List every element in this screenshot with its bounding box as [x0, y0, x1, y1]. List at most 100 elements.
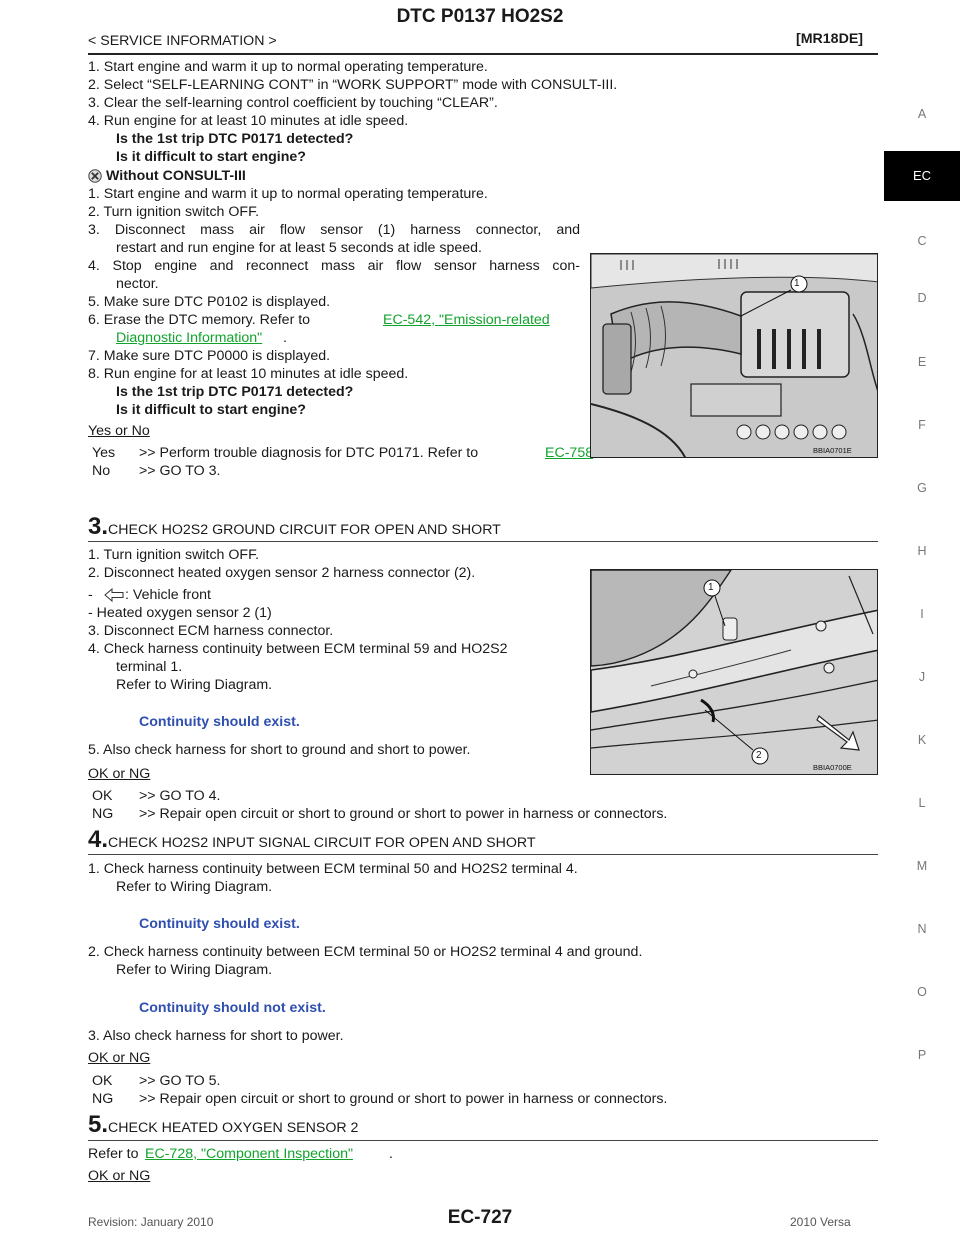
step3-item-5: 5. Also check harness for short to groun…	[88, 742, 471, 758]
emission-diag-link-cont[interactable]: Diagnostic Information"	[116, 330, 263, 346]
step3-heading: 3.CHECK HO2S2 GROUND CIRCUIT FOR OPEN AN…	[88, 514, 501, 543]
side-tab-a[interactable]: A	[917, 107, 927, 121]
yes-label: Yes	[92, 445, 116, 461]
without-step-6a: 6. Erase the DTC memory. Refer to	[88, 312, 311, 328]
without-step-2: 2. Turn ignition switch OFF.	[88, 204, 260, 220]
without-consult-heading: Without CONSULT-III	[106, 168, 246, 184]
step5-rule	[88, 1140, 878, 1141]
side-tab-i[interactable]: I	[920, 607, 924, 621]
step4-ok-action: >> GO TO 5.	[139, 1073, 221, 1089]
without-question-2: Is it difficult to start engine?	[116, 402, 306, 418]
emission-diag-link[interactable]: EC-542, "Emission-related	[383, 312, 550, 328]
underbody-figure: 1 2 BBIA0700E	[590, 569, 878, 775]
consult-step-3: 3. Clear the self-learning control coeff…	[88, 95, 498, 111]
yes-no-decision: Yes or No	[88, 423, 150, 439]
step5-heading: 5.CHECK HEATED OXYGEN SENSOR 2	[88, 1112, 358, 1141]
footer-revision: Revision: January 2010	[88, 1215, 214, 1229]
consult-step-4: 4. Run engine for at least 10 minutes at…	[88, 113, 409, 129]
step4-ng-label: NG	[92, 1091, 114, 1107]
step4-rule	[88, 854, 878, 855]
no-label: No	[92, 463, 111, 479]
without-step-3a: 3. Disconnect mass air flow sensor (1) h…	[88, 222, 580, 238]
step3-rule	[88, 541, 878, 542]
consult-question-2: Is it difficult to start engine?	[116, 149, 306, 165]
consult-step-2: 2. Select “SELF-LEARNING CONT” in “WORK …	[88, 77, 618, 93]
step3-ng-label: NG	[92, 806, 114, 822]
ec-758-link[interactable]: EC-758	[545, 445, 594, 461]
side-tab-d[interactable]: D	[917, 291, 927, 305]
footer-page-number: EC-727	[447, 1207, 513, 1228]
header-rule	[88, 53, 878, 55]
consult-step-1: 1. Start engine and warm it up to normal…	[88, 59, 488, 75]
step3-item-4b: terminal 1.	[116, 659, 183, 675]
vehicle-front-arrow-icon	[104, 587, 124, 603]
figure2-code: BBIA0700E	[813, 763, 852, 772]
step3-bullet-vehicle-front: : Vehicle front	[125, 587, 211, 603]
no-consult-icon	[88, 169, 102, 183]
without-step-8: 8. Run engine for at least 10 minutes at…	[88, 366, 409, 382]
section-label: < SERVICE INFORMATION >	[88, 33, 277, 49]
step5-title: CHECK HEATED OXYGEN SENSOR 2	[108, 1120, 359, 1136]
step3-item-4c: Refer to Wiring Diagram.	[116, 677, 273, 693]
side-tab-ec[interactable]: EC	[884, 151, 960, 201]
footer-model: 2010 Versa	[790, 1215, 851, 1229]
engine-label: [MR18DE]	[796, 31, 864, 47]
side-tab-n[interactable]: N	[917, 922, 927, 936]
step4-decision: OK or NG	[88, 1050, 151, 1066]
without-step-4b: nector.	[116, 276, 159, 292]
component-inspection-link[interactable]: EC-728, "Component Inspection"	[145, 1146, 354, 1162]
step4-ok-label: OK	[92, 1073, 113, 1089]
without-step-7: 7. Make sure DTC P0000 is displayed.	[88, 348, 331, 364]
side-tab-k[interactable]: K	[917, 733, 927, 747]
step3-item-2: 2. Disconnect heated oxygen sensor 2 har…	[88, 565, 476, 581]
step4-item-2: 2. Check harness continuity between ECM …	[88, 944, 643, 960]
figure2-callout-2: 2	[756, 750, 762, 761]
step3-spec: Continuity should exist.	[139, 714, 300, 730]
side-tab-e[interactable]: E	[917, 355, 927, 369]
side-tab-o[interactable]: O	[917, 985, 927, 999]
side-tab-f[interactable]: F	[918, 418, 926, 432]
engine-bay-figure: 1 BBIA0701E	[590, 253, 878, 458]
step4-heading: 4.CHECK HO2S2 INPUT SIGNAL CIRCUIT FOR O…	[88, 827, 536, 856]
step5-decision: OK or NG	[88, 1168, 151, 1184]
step4-item-1b: Refer to Wiring Diagram.	[116, 879, 273, 895]
step3-item-4a: 4. Check harness continuity between ECM …	[88, 641, 508, 657]
step3-item-1: 1. Turn ignition switch OFF.	[88, 547, 260, 563]
side-tab-h[interactable]: H	[917, 544, 927, 558]
step4-item-2b: Refer to Wiring Diagram.	[116, 962, 273, 978]
yes-action: >> Perform trouble diagnosis for DTC P01…	[139, 445, 479, 461]
step4-number: 4.	[88, 826, 109, 853]
step3-ok-action: >> GO TO 4.	[139, 788, 221, 804]
no-action: >> GO TO 3.	[139, 463, 221, 479]
without-step-6-end: .	[283, 330, 287, 346]
side-tab-c[interactable]: C	[917, 234, 927, 248]
consult-question-1: Is the 1st trip DTC P0171 detected?	[116, 131, 354, 147]
step5-refer-end: .	[389, 1146, 393, 1162]
step4-title: CHECK HO2S2 INPUT SIGNAL CIRCUIT FOR OPE…	[108, 835, 536, 851]
step3-decision: OK or NG	[88, 766, 151, 782]
side-tab-j[interactable]: J	[918, 670, 926, 684]
side-tab-p[interactable]: P	[917, 1048, 927, 1062]
without-question-1: Is the 1st trip DTC P0171 detected?	[116, 384, 354, 400]
step4-item-1: 1. Check harness continuity between ECM …	[88, 861, 578, 877]
step4-spec-2: Continuity should not exist.	[139, 1000, 326, 1016]
side-tab-m[interactable]: M	[916, 859, 928, 873]
without-step-1: 1. Start engine and warm it up to normal…	[88, 186, 488, 202]
step3-ok-label: OK	[92, 788, 113, 804]
figure1-callout-1: 1	[794, 278, 800, 289]
without-step-4a: 4. Stop engine and reconnect mass air fl…	[88, 258, 580, 274]
without-step-3b: restart and run engine for at least 5 se…	[116, 240, 482, 256]
figure1-code: BBIA0701E	[813, 446, 852, 455]
side-tab-l[interactable]: L	[918, 796, 926, 810]
step3-bullet-dash: -	[88, 587, 93, 603]
step3-bullet-sensor: - Heated oxygen sensor 2 (1)	[88, 605, 272, 621]
step4-item-3: 3. Also check harness for short to power…	[88, 1028, 344, 1044]
step5-number: 5.	[88, 1111, 109, 1138]
figure2-callout-1: 1	[708, 582, 714, 593]
step3-number: 3.	[88, 513, 109, 540]
side-tab-g[interactable]: G	[917, 481, 927, 495]
step4-ng-action: >> Repair open circuit or short to groun…	[139, 1091, 668, 1107]
step4-spec-1: Continuity should exist.	[139, 916, 300, 932]
without-step-5: 5. Make sure DTC P0102 is displayed.	[88, 294, 331, 310]
step3-ng-action: >> Repair open circuit or short to groun…	[139, 806, 668, 822]
